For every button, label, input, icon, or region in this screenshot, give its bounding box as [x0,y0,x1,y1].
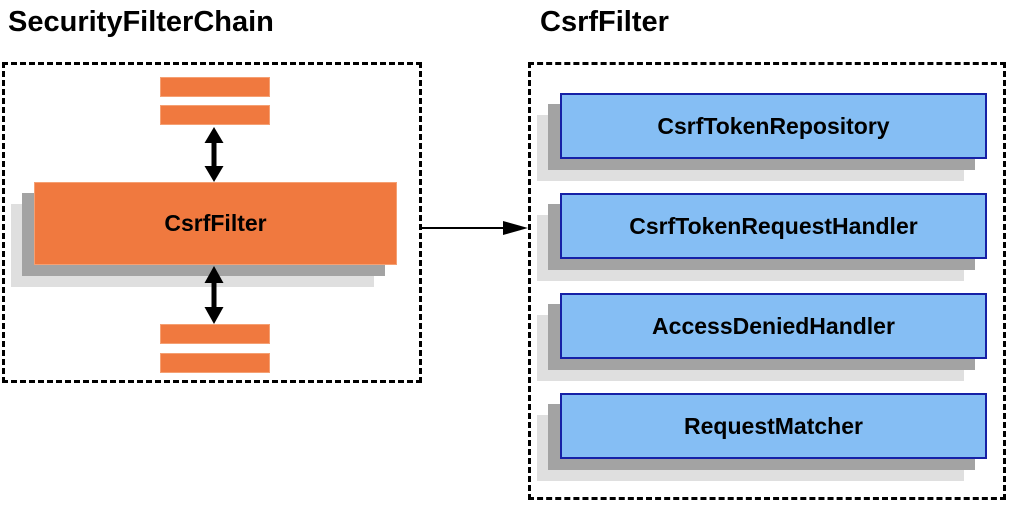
security-filter-chain-title: SecurityFilterChain [8,6,274,38]
component-label: CsrfTokenRepository [657,112,890,139]
csrf-filter-node: CsrfFilter [34,182,397,265]
component-access-denied-handler: AccessDeniedHandler [560,293,987,359]
bidirectional-arrow-icon [204,127,224,182]
filter-placeholder-bar [160,353,270,373]
filter-placeholder-bar [160,77,270,97]
component-label: CsrfTokenRequestHandler [629,212,918,239]
csrf-filter-title: CsrfFilter [540,6,669,38]
bidirectional-arrow-icon [204,266,224,324]
component-csrf-token-repository: CsrfTokenRepository [560,93,987,159]
component-csrf-token-request-handler: CsrfTokenRequestHandler [560,193,987,259]
security-filter-chain-container [2,62,422,383]
csrf-filter-container [528,62,1006,500]
component-label: RequestMatcher [684,412,863,439]
csrf-filter-node-label: CsrfFilter [164,210,267,236]
filter-placeholder-bar [160,105,270,125]
right-arrow-icon [422,221,528,235]
component-label: AccessDeniedHandler [652,312,895,339]
component-request-matcher: RequestMatcher [560,393,987,459]
filter-placeholder-bar [160,324,270,344]
